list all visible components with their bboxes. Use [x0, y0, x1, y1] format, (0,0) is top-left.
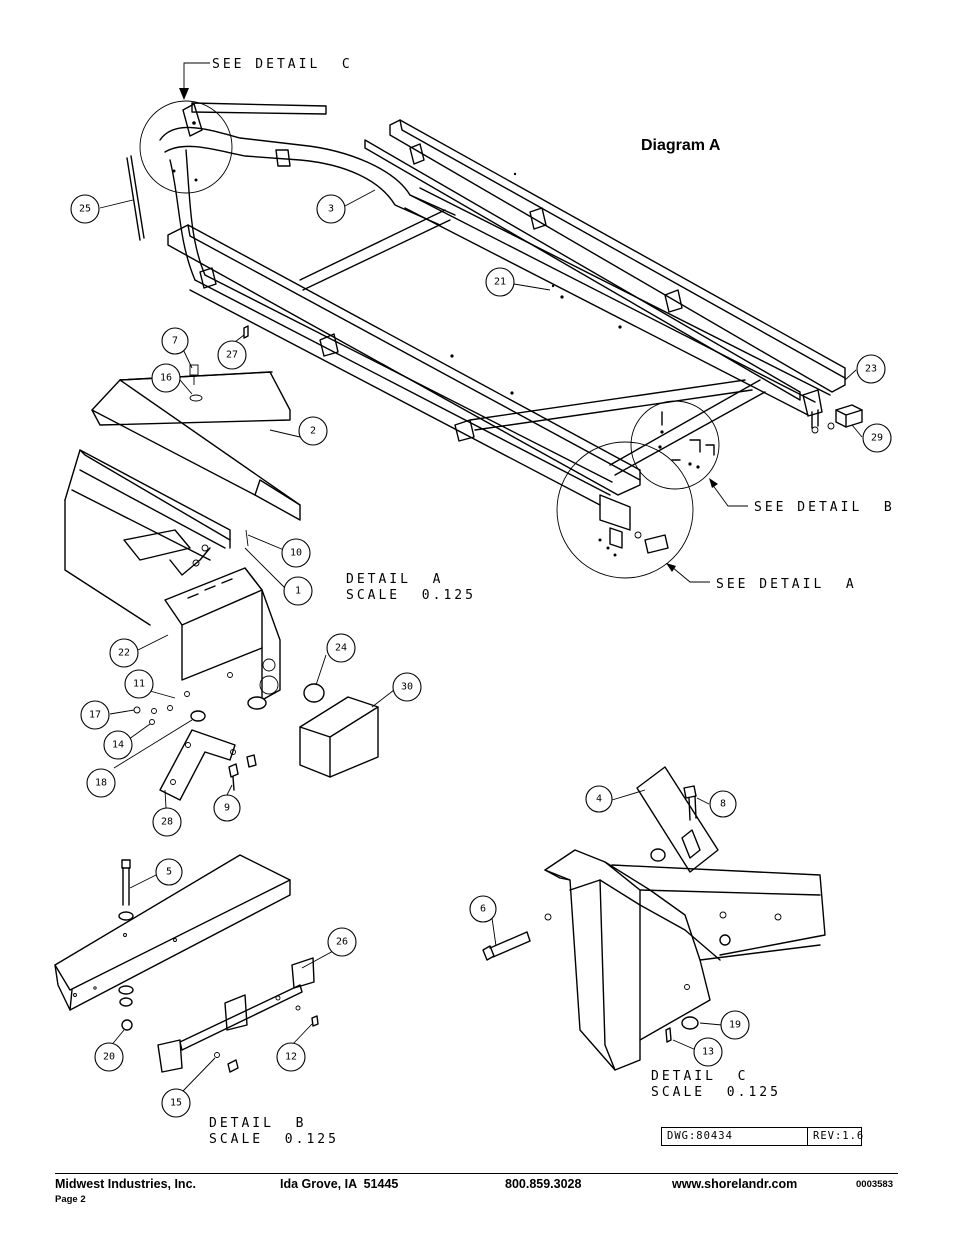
svg-text:30: 30 [401, 682, 413, 693]
part-bubbles: 25 3 21 23 29 7 27 16 2 10 1 22 11 17 14… [70, 189, 892, 1118]
svg-text:2: 2 [310, 426, 316, 437]
part-bubble-5: 5 [155, 858, 183, 886]
footer-page: Page 2 [55, 1194, 86, 1205]
part-bubble-7: 7 [161, 327, 189, 355]
part-bubble-16: 16 [151, 363, 181, 393]
svg-text:16: 16 [160, 373, 172, 384]
part-bubble-6: 6 [469, 895, 497, 923]
part-bubble-4: 4 [585, 785, 613, 813]
part-bubble-2: 2 [298, 416, 328, 446]
part-bubble-17: 17 [80, 700, 110, 730]
svg-text:26: 26 [336, 937, 348, 948]
part-bubble-12: 12 [276, 1042, 306, 1072]
detail-c-scale: SCALE 0.125 [651, 1085, 781, 1100]
svg-text:18: 18 [95, 778, 107, 789]
detail-circle-b [630, 400, 720, 490]
svg-text:4: 4 [596, 794, 602, 805]
svg-text:12: 12 [285, 1052, 297, 1063]
svg-text:3: 3 [328, 204, 334, 215]
svg-text:15: 15 [170, 1098, 182, 1109]
svg-text:5: 5 [166, 867, 172, 878]
svg-text:21: 21 [494, 277, 506, 288]
detail-c-label: DETAIL C [651, 1069, 748, 1084]
detail-b-drawing [54, 854, 319, 1073]
svg-text:19: 19 [729, 1020, 741, 1031]
svg-text:28: 28 [161, 817, 173, 828]
footer-company: Midwest Industries, Inc. [55, 1177, 196, 1191]
callout-see-detail-c: SEE DETAIL C [212, 57, 353, 72]
part-bubble-30: 30 [392, 672, 422, 702]
part-bubble-15: 15 [161, 1088, 191, 1118]
svg-text:17: 17 [89, 710, 101, 721]
svg-text:8: 8 [720, 799, 726, 810]
svg-text:1: 1 [295, 586, 301, 597]
part-bubble-23: 23 [856, 354, 886, 384]
svg-text:6: 6 [480, 904, 486, 915]
svg-text:10: 10 [290, 548, 302, 559]
part-bubble-14: 14 [103, 730, 133, 760]
svg-text:14: 14 [112, 740, 124, 751]
part-bubble-21: 21 [485, 267, 515, 297]
footer-address: Ida Grove, IA 51445 [280, 1177, 399, 1191]
part-bubble-9: 9 [213, 794, 241, 822]
part-bubble-18: 18 [86, 768, 116, 798]
detail-circle-a [556, 441, 694, 579]
callout-see-detail-a: SEE DETAIL A [716, 577, 857, 592]
part-bubble-26: 26 [327, 927, 357, 957]
revision-box: REV:1.6 [807, 1127, 863, 1146]
detail-a-label: DETAIL A [346, 572, 443, 587]
trailer-frame [126, 102, 863, 506]
svg-text:29: 29 [871, 433, 883, 444]
detail-a-scale: SCALE 0.125 [346, 588, 476, 603]
callout-leaders [179, 62, 748, 583]
svg-text:22: 22 [118, 648, 130, 659]
part-bubble-27: 27 [217, 340, 247, 370]
part-bubble-11: 11 [124, 669, 154, 699]
footer-rule [55, 1173, 898, 1174]
svg-text:23: 23 [865, 364, 877, 375]
svg-text:20: 20 [103, 1052, 115, 1063]
part-bubble-22: 22 [109, 638, 139, 668]
detail-b-label: DETAIL B [209, 1116, 306, 1131]
callout-see-detail-b: SEE DETAIL B [754, 500, 895, 515]
detail-c-drawing [482, 766, 826, 1071]
footer-phone: 800.859.3028 [505, 1177, 582, 1191]
footer-website: www.shorelandr.com [672, 1177, 798, 1191]
part-bubble-10: 10 [281, 538, 311, 568]
part-bubble-19: 19 [720, 1010, 750, 1040]
svg-text:27: 27 [226, 350, 238, 361]
part-bubble-29: 29 [862, 423, 892, 453]
part-bubble-24: 24 [326, 633, 356, 663]
detail-circle-c [139, 100, 233, 194]
svg-text:11: 11 [133, 679, 145, 690]
svg-text:25: 25 [79, 204, 91, 215]
part-bubble-13: 13 [693, 1037, 723, 1067]
detail-a-drawing [64, 364, 379, 801]
drawing-number-box: DWG:80434 [661, 1127, 808, 1146]
part-bubble-25: 25 [70, 194, 100, 224]
footer-doc-number: 0003583 [856, 1179, 893, 1190]
part-bubble-8: 8 [709, 790, 737, 818]
svg-text:13: 13 [702, 1047, 714, 1058]
svg-text:7: 7 [172, 336, 178, 347]
part-bubble-28: 28 [152, 807, 182, 837]
diagram-title: Diagram A [641, 137, 721, 154]
part-bubble-3: 3 [316, 194, 346, 224]
svg-text:9: 9 [224, 803, 230, 814]
detail-b-scale: SCALE 0.125 [209, 1132, 339, 1147]
part-bubble-20: 20 [94, 1042, 124, 1072]
svg-text:24: 24 [335, 643, 347, 654]
part-bubble-1: 1 [283, 576, 313, 606]
